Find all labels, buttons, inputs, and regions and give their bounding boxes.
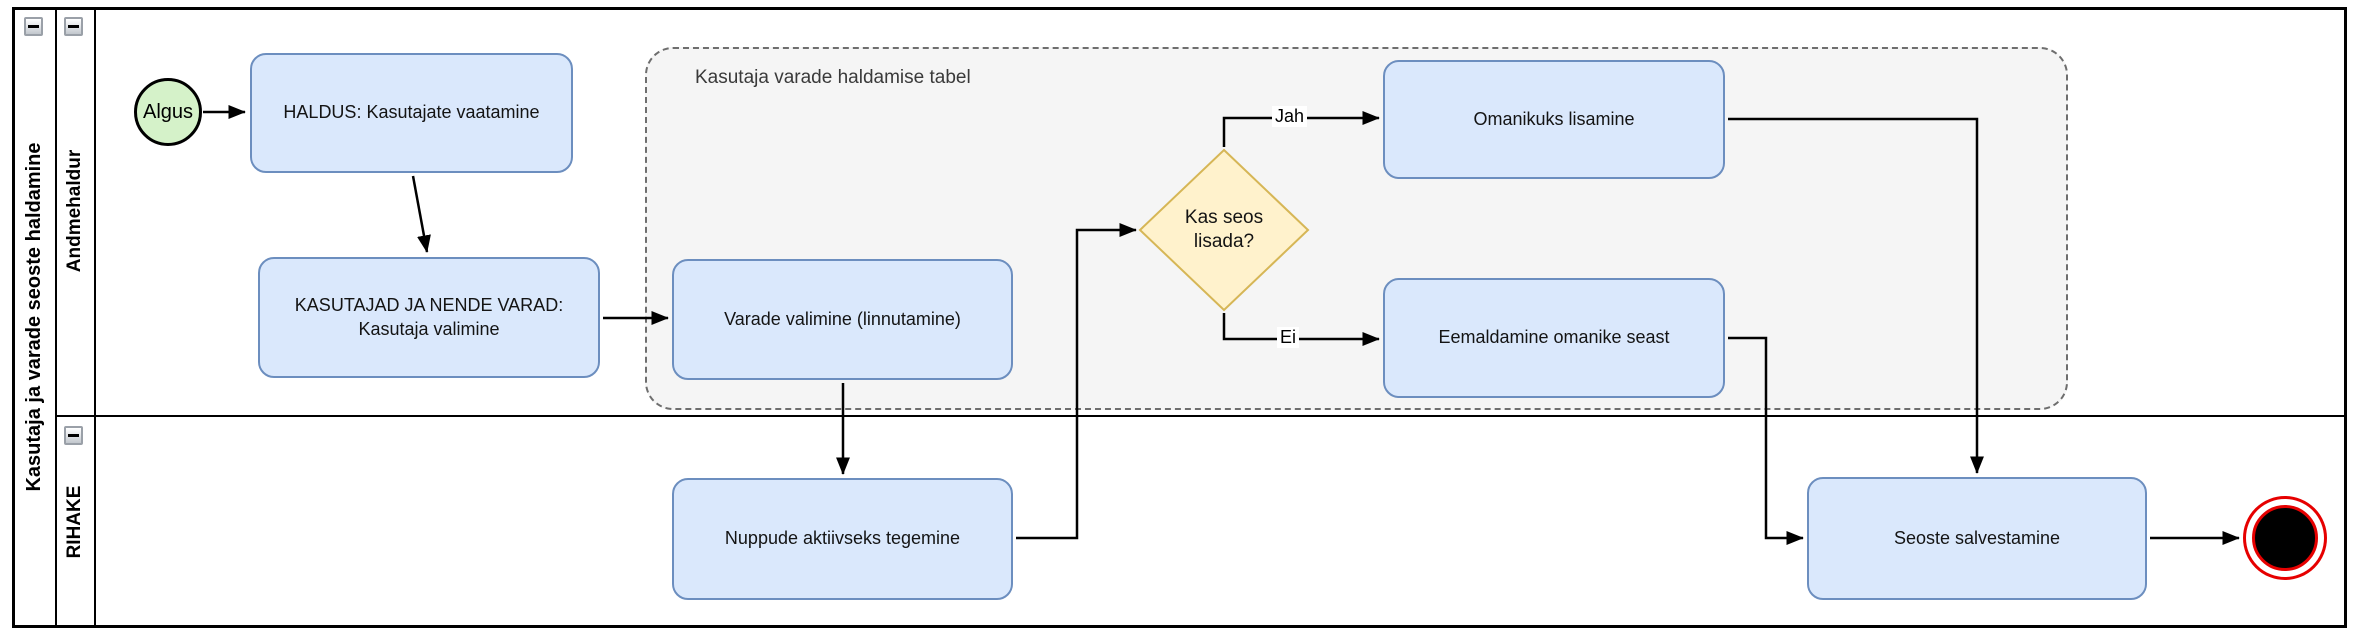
group-label: Kasutaja varade haldamise tabel [695,67,971,88]
task-kasutajad-ja-nende-varad[interactable]: KASUTAJAD JA NENDE VARAD: Kasutaja valim… [258,257,600,378]
pool-collapse-icon[interactable] [24,17,43,36]
minus-icon [68,25,79,28]
edge-omanikuks-to-seoste [1728,117,1984,474]
task-label: KASUTAJAD JA NENDE VARAD: Kasutaja valim… [294,295,564,339]
edge-gateway-ei-to-eemaldamine [1222,313,1380,346]
edge-nuppude-to-gateway [1016,223,1137,540]
task-eemaldamine-omanike-seast[interactable]: Eemaldamine omanike seast [1383,278,1725,398]
edge-haldus-to-kasutajad [411,175,431,253]
end-event[interactable] [2243,496,2327,580]
task-seoste-salvestamine[interactable]: Seoste salvestamine [1807,477,2147,600]
edge-label-jah: Jah [1272,106,1308,127]
gateway-diamond[interactable] [1138,148,1310,312]
task-omanikuks-lisamine[interactable]: Omanikuks lisamine [1383,60,1725,179]
start-event[interactable]: Algus [134,78,202,146]
lane-rihake-collapse-icon[interactable] [64,426,83,445]
task-nuppude-aktiivseks-tegemine[interactable]: Nuppude aktiivseks tegemine [672,478,1013,600]
edge-label-ei: Ei [1277,327,1300,348]
start-event-label: Algus [142,100,194,123]
task-label: Eemaldamine omanike seast [1438,327,1670,348]
task-label: Nuppude aktiivseks tegemine [724,528,961,549]
gateway-label: Kas seos lisada? [1184,207,1264,252]
edge-gateway-jah-to-omanikuks [1222,111,1380,147]
task-label: HALDUS: Kasutajate vaatamine [283,102,540,123]
lane-andmehaldur-collapse-icon[interactable] [64,17,83,36]
end-event-core [2252,505,2318,571]
task-label: Omanikuks lisamine [1473,108,1635,129]
task-label: Seoste salvestamine [1893,527,2061,548]
task-label: Varade valimine (linnutamine) [724,308,961,329]
lane-label-divider [94,7,96,628]
pool-label-divider [55,7,57,628]
minus-icon [28,25,39,28]
lane-divider [55,415,2347,417]
gateway-label-container: Kas seos lisada? [1147,191,1301,269]
task-haldus-kasutajate-vaatamine[interactable]: HALDUS: Kasutajate vaatamine [250,53,573,173]
task-varade-valimine[interactable]: Varade valimine (linnutamine) [672,259,1013,380]
edge-eemaldamine-to-seoste [1728,336,1804,545]
pool-frame [12,7,2347,628]
minus-icon [68,434,79,437]
